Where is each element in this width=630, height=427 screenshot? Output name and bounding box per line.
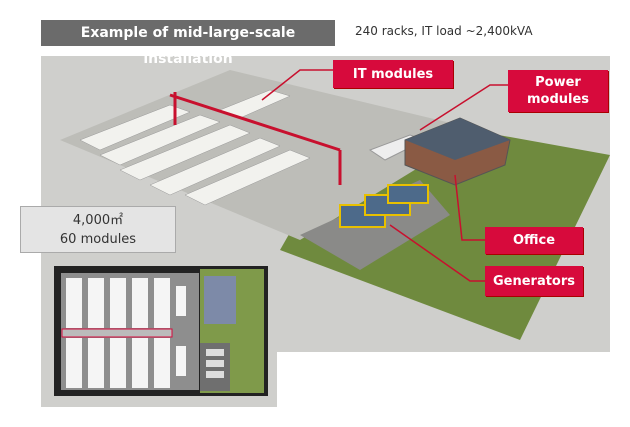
header-title: Example of mid-large-scale installation	[41, 20, 335, 67]
leader-lines	[261, 69, 508, 282]
site-info-box: 4,000㎡ 60 modules	[20, 206, 176, 253]
header-subtitle: 240 racks, IT load ~2,400kVA	[355, 24, 533, 38]
module-count: 60 modules	[59, 232, 137, 247]
callout-generators: Generators	[485, 266, 583, 296]
site-area: 4,000㎡	[72, 213, 124, 228]
callout-office: Office	[485, 227, 583, 254]
it-module-blocks	[79, 89, 311, 206]
callout-it-modules: IT modules	[333, 60, 453, 88]
red-gantry-frame	[169, 92, 342, 185]
office-roof	[405, 118, 510, 160]
callout-power-modules: Power modules	[508, 70, 608, 112]
generators	[339, 184, 429, 228]
floor-plan	[54, 266, 268, 396]
